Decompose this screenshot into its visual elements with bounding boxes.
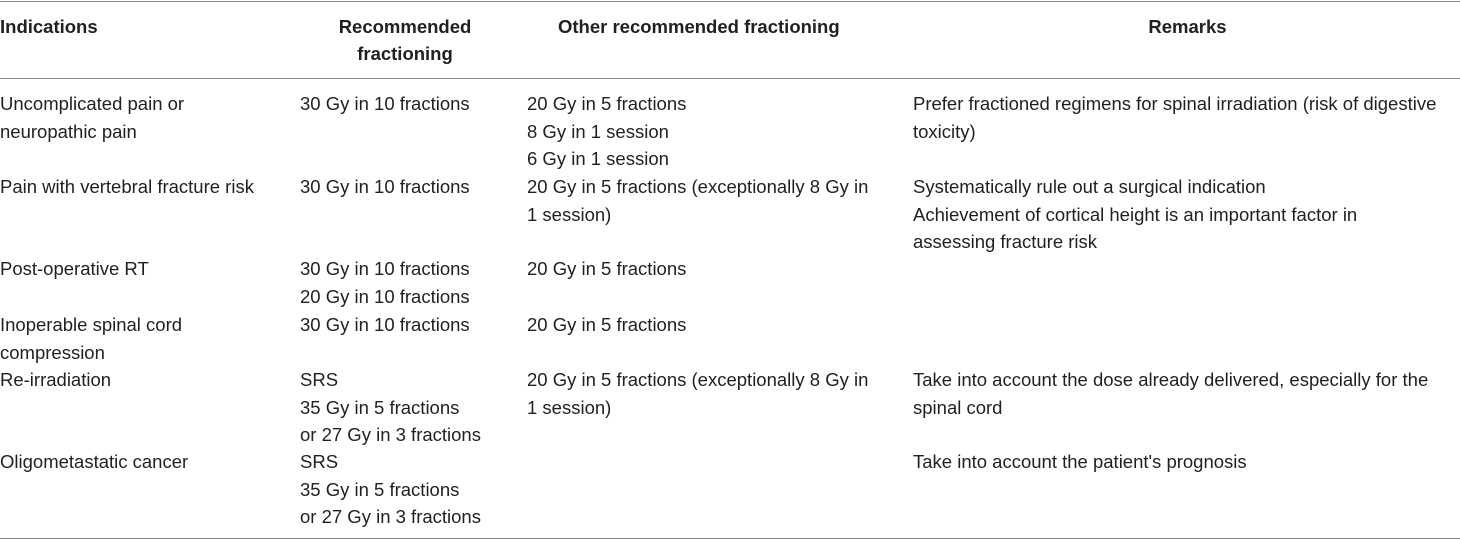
row-5-other: 20 Gy in 5 fractions (exceptionally 8 Gy… (527, 369, 869, 418)
header-bottom-rule (0, 78, 1460, 79)
row-1-remarks: Prefer fractioned regimens for spinal ir… (913, 93, 1437, 142)
row-2-recommended: 30 Gy in 10 fractions (300, 176, 470, 197)
row-1-indication: Uncomplicated pain or neuropathic pain (0, 93, 185, 142)
row-1-other: 20 Gy in 5 fractions 8 Gy in 1 session 6… (527, 93, 687, 169)
row-5-remarks: Take into account the dose already deliv… (913, 369, 1429, 418)
header-indications: Indications (0, 16, 98, 37)
row-2-other: 20 Gy in 5 fractions (exceptionally 8 Gy… (527, 176, 869, 225)
row-4-indication: Inoperable spinal cord compression (0, 314, 183, 363)
row-2-remarks: Systematically rule out a surgical indic… (913, 176, 1358, 252)
row-3-indication: Post-operative RT (0, 258, 149, 279)
row-4-other: 20 Gy in 5 fractions (527, 314, 687, 335)
row-6-recommended: SRS 35 Gy in 5 fractions or 27 Gy in 3 f… (300, 451, 481, 527)
row-3-other: 20 Gy in 5 fractions (527, 258, 687, 279)
header-other-recommended-fractioning: Other recommended fractioning (558, 16, 840, 37)
row-2-indication: Pain with vertebral fracture risk (0, 176, 254, 197)
row-1-recommended: 30 Gy in 10 fractions (300, 93, 470, 114)
header-recommended-fractioning: Recommended fractioning (338, 16, 472, 64)
row-5-recommended: SRS 35 Gy in 5 fractions or 27 Gy in 3 f… (300, 369, 481, 445)
header-remarks: Remarks (1148, 16, 1227, 37)
row-4-recommended: 30 Gy in 10 fractions (300, 314, 470, 335)
row-6-indication: Oligometastatic cancer (0, 451, 189, 472)
row-5-indication: Re-irradiation (0, 369, 112, 390)
table-top-rule (0, 1, 1460, 2)
row-3-recommended: 30 Gy in 10 fractions 20 Gy in 10 fracti… (300, 258, 470, 307)
table-bottom-rule (0, 538, 1460, 539)
row-6-remarks: Take into account the patient's prognosi… (913, 451, 1247, 472)
